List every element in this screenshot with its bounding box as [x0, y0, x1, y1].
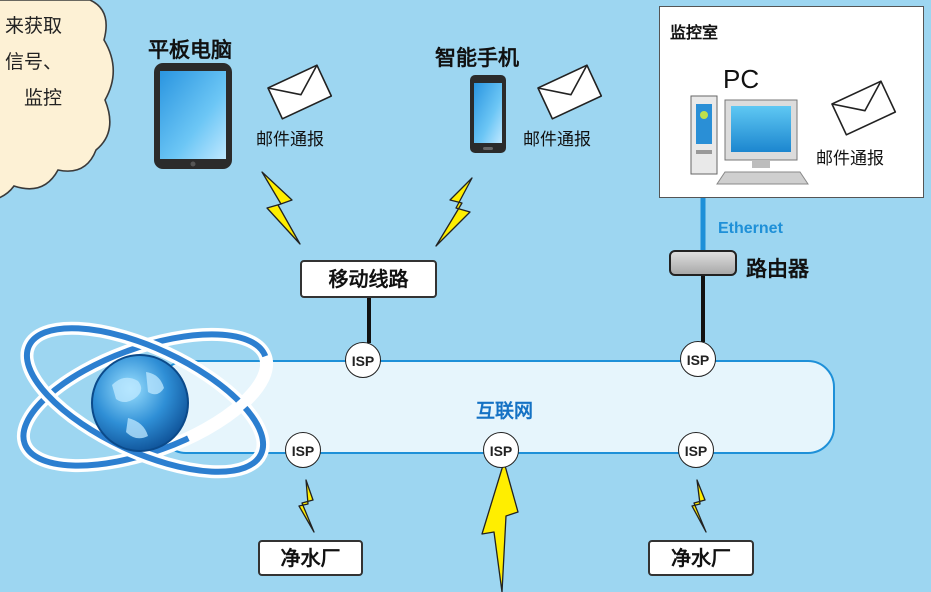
pc-icon — [690, 95, 809, 185]
tablet-label: 平板电脑 — [148, 38, 232, 62]
cloud-text-line-3: 监控 — [23, 87, 62, 109]
isp-node-router: ISP — [680, 341, 716, 377]
ethernet-label: Ethernet — [718, 220, 783, 237]
isp-node-center: ISP — [483, 432, 519, 468]
mail-notify-label-phone: 邮件通报 — [523, 130, 591, 150]
router-shape — [669, 250, 737, 276]
internet-label: 互联网 — [476, 400, 534, 422]
isp-node-plant-left: ISP — [285, 432, 321, 468]
smartphone-label: 智能手机 — [435, 46, 519, 70]
smartphone-icon — [470, 75, 506, 153]
mail-notify-label-tablet: 邮件通报 — [256, 130, 324, 150]
water-plant-left: 净水厂 — [258, 540, 363, 576]
pc-label: PC — [723, 64, 760, 94]
isp-node-plant-right: ISP — [678, 432, 714, 468]
tablet-icon — [154, 63, 232, 169]
cloud-text-line-1: 来获取 — [4, 15, 62, 37]
isp-node-mobile: ISP — [345, 342, 381, 378]
mobile-line-box: 移动线路 — [300, 260, 437, 298]
globe-icon — [16, 321, 274, 479]
lightning-icon — [261, 171, 707, 592]
monitoring-room-title: 监控室 — [670, 23, 719, 42]
cloud-bubble — [0, 0, 114, 199]
envelope-icon — [831, 80, 897, 136]
mail-notify-label-pc: 邮件通报 — [816, 149, 884, 169]
pc-graphic-layer — [690, 80, 897, 185]
router-label: 路由器 — [746, 257, 809, 281]
water-plant-right: 净水厂 — [648, 540, 754, 576]
cloud-text-line-2: 信号、 — [4, 51, 62, 73]
